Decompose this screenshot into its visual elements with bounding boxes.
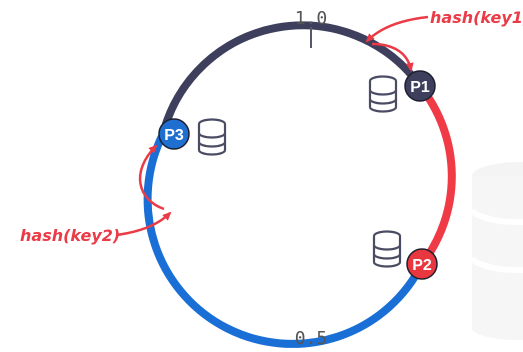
- key1-to-p1-arrow: [371, 42, 414, 72]
- database-icon: [368, 75, 398, 113]
- key1-pointer-arrow: [365, 15, 429, 43]
- hash-key1-label: hash(key1): [430, 8, 523, 27]
- partition-label-p2: P2: [412, 257, 432, 274]
- ring-bottom-label: 0.5: [295, 328, 328, 348]
- partition-node-p2: P2: [406, 248, 438, 280]
- partition-node-p3: P3: [158, 118, 190, 150]
- hash-ring: [143, 21, 456, 348]
- database-icon: [197, 118, 227, 156]
- ring-arc-p2: [416, 83, 456, 267]
- hash-key2-label: hash(key2): [20, 226, 120, 245]
- background-database-watermark: [469, 162, 523, 341]
- ring-arc-p1: [159, 21, 424, 135]
- ring-top-label: 1.0: [295, 8, 328, 29]
- database-icon: [372, 230, 402, 268]
- key2-to-p3-arrow: [138, 144, 165, 211]
- ring-arc-p3: [143, 132, 426, 348]
- key2-pointer-arrow: [115, 211, 172, 237]
- partition-label-p1: P1: [410, 79, 430, 96]
- partition-node-p1: P1: [404, 70, 436, 102]
- partition-label-p3: P3: [164, 127, 184, 144]
